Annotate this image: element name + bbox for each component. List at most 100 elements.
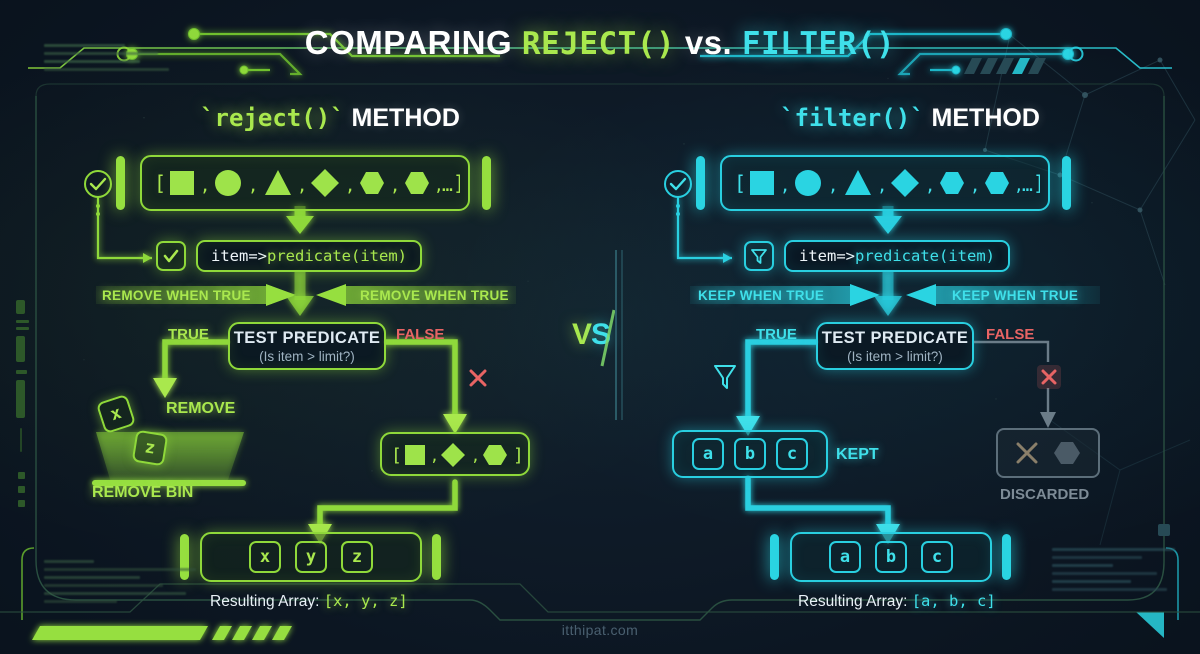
ribbon-right-filter-label: KEEP WHEN TRUE bbox=[952, 287, 1079, 303]
resulting-array-reject-value: [x, y, z] bbox=[323, 592, 408, 610]
test-predicate-reject-title: TEST PREDICATE bbox=[233, 328, 381, 347]
kept-tile-b-label: b bbox=[744, 444, 756, 464]
panel-heading-filter-suffix: METHOD bbox=[924, 104, 1040, 132]
svg-text:]: ] bbox=[513, 445, 521, 466]
title-reject: REJECT() bbox=[521, 26, 676, 62]
result-tile-a: a bbox=[829, 541, 861, 573]
svg-text:,: , bbox=[200, 176, 210, 196]
discarded-label: DISCARDED bbox=[1000, 486, 1090, 503]
svg-text:…: … bbox=[442, 175, 453, 196]
false-array-reject: [ , , ] bbox=[380, 432, 530, 476]
test-predicate-reject: TEST PREDICATE (Is item > limit?) bbox=[228, 322, 386, 370]
result-tile-c-label: c bbox=[931, 547, 943, 567]
result-tile-y: y bbox=[295, 541, 327, 573]
svg-text:[: [ bbox=[391, 445, 402, 466]
ribbon-right-reject: REMOVE WHEN TRUE bbox=[316, 284, 516, 306]
faux-code-bottom-right bbox=[1052, 548, 1180, 596]
svg-text:,: , bbox=[345, 176, 355, 196]
array-bracket-left-cyan bbox=[696, 156, 705, 210]
test-predicate-filter: TEST PREDICATE (Is item > limit?) bbox=[816, 322, 974, 370]
branch-true-label-filter: TRUE bbox=[756, 326, 797, 343]
ribbon-left-reject-label: REMOVE WHEN TRUE bbox=[102, 287, 251, 303]
kept-tile-c: c bbox=[776, 438, 808, 470]
callback-expression-filter: item => predicate(item) bbox=[784, 240, 1010, 272]
array-bracket-right-green bbox=[482, 156, 491, 210]
kept-tile-a: a bbox=[692, 438, 724, 470]
kept-tile-b: b bbox=[734, 438, 766, 470]
panel-heading-reject-method: `reject()` bbox=[200, 104, 345, 132]
panel-heading-filter: `filter()` METHOD bbox=[680, 104, 1140, 133]
title-middle: vs. bbox=[675, 24, 742, 61]
true-action-label-reject: REMOVE bbox=[166, 400, 236, 417]
result-tile-z-label: z bbox=[351, 547, 363, 567]
test-predicate-filter-title: TEST PREDICATE bbox=[821, 328, 969, 347]
svg-text:[: [ bbox=[154, 171, 166, 195]
title-prefix: COMPARING bbox=[304, 24, 522, 61]
svg-text:[: [ bbox=[734, 171, 746, 195]
result-tile-x: x bbox=[249, 541, 281, 573]
svg-text:,: , bbox=[248, 176, 258, 196]
result-tile-a-label: a bbox=[839, 547, 851, 567]
svg-text:,: , bbox=[970, 176, 980, 196]
vs-badge-left: V bbox=[572, 318, 592, 351]
ribbon-left-reject: REMOVE WHEN TRUE bbox=[96, 284, 296, 306]
result-bracket-right-cyan bbox=[1002, 534, 1011, 580]
svg-text:,: , bbox=[828, 176, 838, 196]
svg-text:,: , bbox=[430, 447, 439, 465]
result-bracket-left-cyan bbox=[770, 534, 779, 580]
branch-false-label-reject: FALSE bbox=[396, 326, 445, 343]
check-circle-icon-reject bbox=[84, 170, 112, 198]
test-predicate-filter-subtitle: (Is item > limit?) bbox=[847, 348, 943, 364]
funnel-icon-true-branch bbox=[714, 365, 736, 389]
result-array-filter: a b c bbox=[790, 532, 992, 582]
bin-tile-z: z bbox=[131, 429, 169, 467]
kept-tile-c-label: c bbox=[786, 444, 798, 464]
source-array-filter: [ , , , , , , … ] bbox=[720, 155, 1050, 211]
result-bracket-right-green bbox=[432, 534, 441, 580]
result-array-reject: x y z bbox=[200, 532, 422, 582]
kept-tile-a-label: a bbox=[702, 444, 714, 464]
check-circle-icon-filter bbox=[664, 170, 692, 198]
array-bracket-left-green bbox=[116, 156, 125, 210]
panel-heading-reject-suffix: METHOD bbox=[344, 104, 460, 132]
branch-true-label-reject: TRUE bbox=[168, 326, 209, 343]
panel-heading-reject: `reject()` METHOD bbox=[100, 104, 560, 133]
result-tile-b: b bbox=[875, 541, 907, 573]
dots-connector-reject bbox=[96, 204, 100, 216]
resulting-array-reject-prefix: Resulting Array: bbox=[210, 593, 324, 610]
result-tile-y-label: y bbox=[305, 547, 317, 567]
ribbon-right-reject-label: REMOVE WHEN TRUE bbox=[360, 287, 509, 303]
source-array-reject: [ , , , , , , … ] bbox=[140, 155, 470, 211]
x-mark-icon-filter bbox=[1037, 365, 1061, 389]
title-filter: FILTER() bbox=[741, 26, 896, 62]
svg-text:,: , bbox=[434, 176, 444, 195]
svg-text:]: ] bbox=[453, 171, 460, 195]
panel-heading-filter-method: `filter()` bbox=[780, 104, 925, 132]
kept-array-filter: a b c bbox=[672, 430, 828, 478]
checkbox-checked-icon-reject[interactable] bbox=[156, 241, 186, 271]
result-bracket-left-green bbox=[180, 534, 189, 580]
test-predicate-reject-subtitle: (Is item > limit?) bbox=[259, 348, 355, 364]
callback-call-reject: predicate(item) bbox=[267, 247, 407, 265]
svg-text:,: , bbox=[780, 176, 790, 196]
array-bracket-right-cyan bbox=[1062, 156, 1071, 210]
watermark: itthipat.com bbox=[561, 622, 639, 638]
svg-text:,: , bbox=[297, 176, 307, 196]
source-array-reject-shapes: [ , , , , , , … ] bbox=[154, 169, 460, 197]
resulting-array-filter: Resulting Array: [a, b, c] bbox=[798, 592, 996, 611]
branch-false-label-filter: FALSE bbox=[986, 326, 1035, 343]
svg-text:,: , bbox=[471, 447, 480, 465]
callback-param-reject: item bbox=[211, 247, 249, 265]
page-title: COMPARING REJECT() vs. FILTER() bbox=[0, 24, 1200, 62]
center-divider bbox=[615, 250, 623, 420]
ribbon-left-filter-label: KEEP WHEN TRUE bbox=[698, 287, 825, 303]
resulting-array-filter-prefix: Resulting Array: bbox=[798, 593, 912, 610]
result-tile-z: z bbox=[341, 541, 373, 573]
svg-text:]: ] bbox=[1033, 171, 1040, 195]
svg-text:,: , bbox=[925, 176, 935, 196]
result-tile-b-label: b bbox=[885, 547, 897, 567]
callback-param-filter: item bbox=[799, 247, 837, 265]
false-array-reject-shapes: [ , , ] bbox=[391, 443, 521, 467]
funnel-icon-filter[interactable] bbox=[744, 241, 774, 271]
